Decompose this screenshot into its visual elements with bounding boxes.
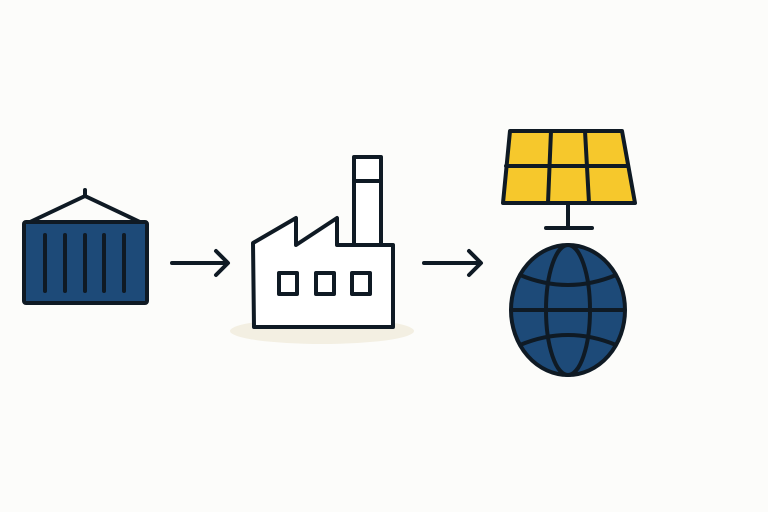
shipping-container-icon: [22, 188, 149, 305]
arrow-right-icon: [170, 249, 230, 277]
arrow-right-icon: [422, 249, 483, 277]
factory-icon: [251, 155, 395, 329]
solar-panel-icon: [501, 129, 637, 230]
globe-icon: [509, 243, 627, 377]
